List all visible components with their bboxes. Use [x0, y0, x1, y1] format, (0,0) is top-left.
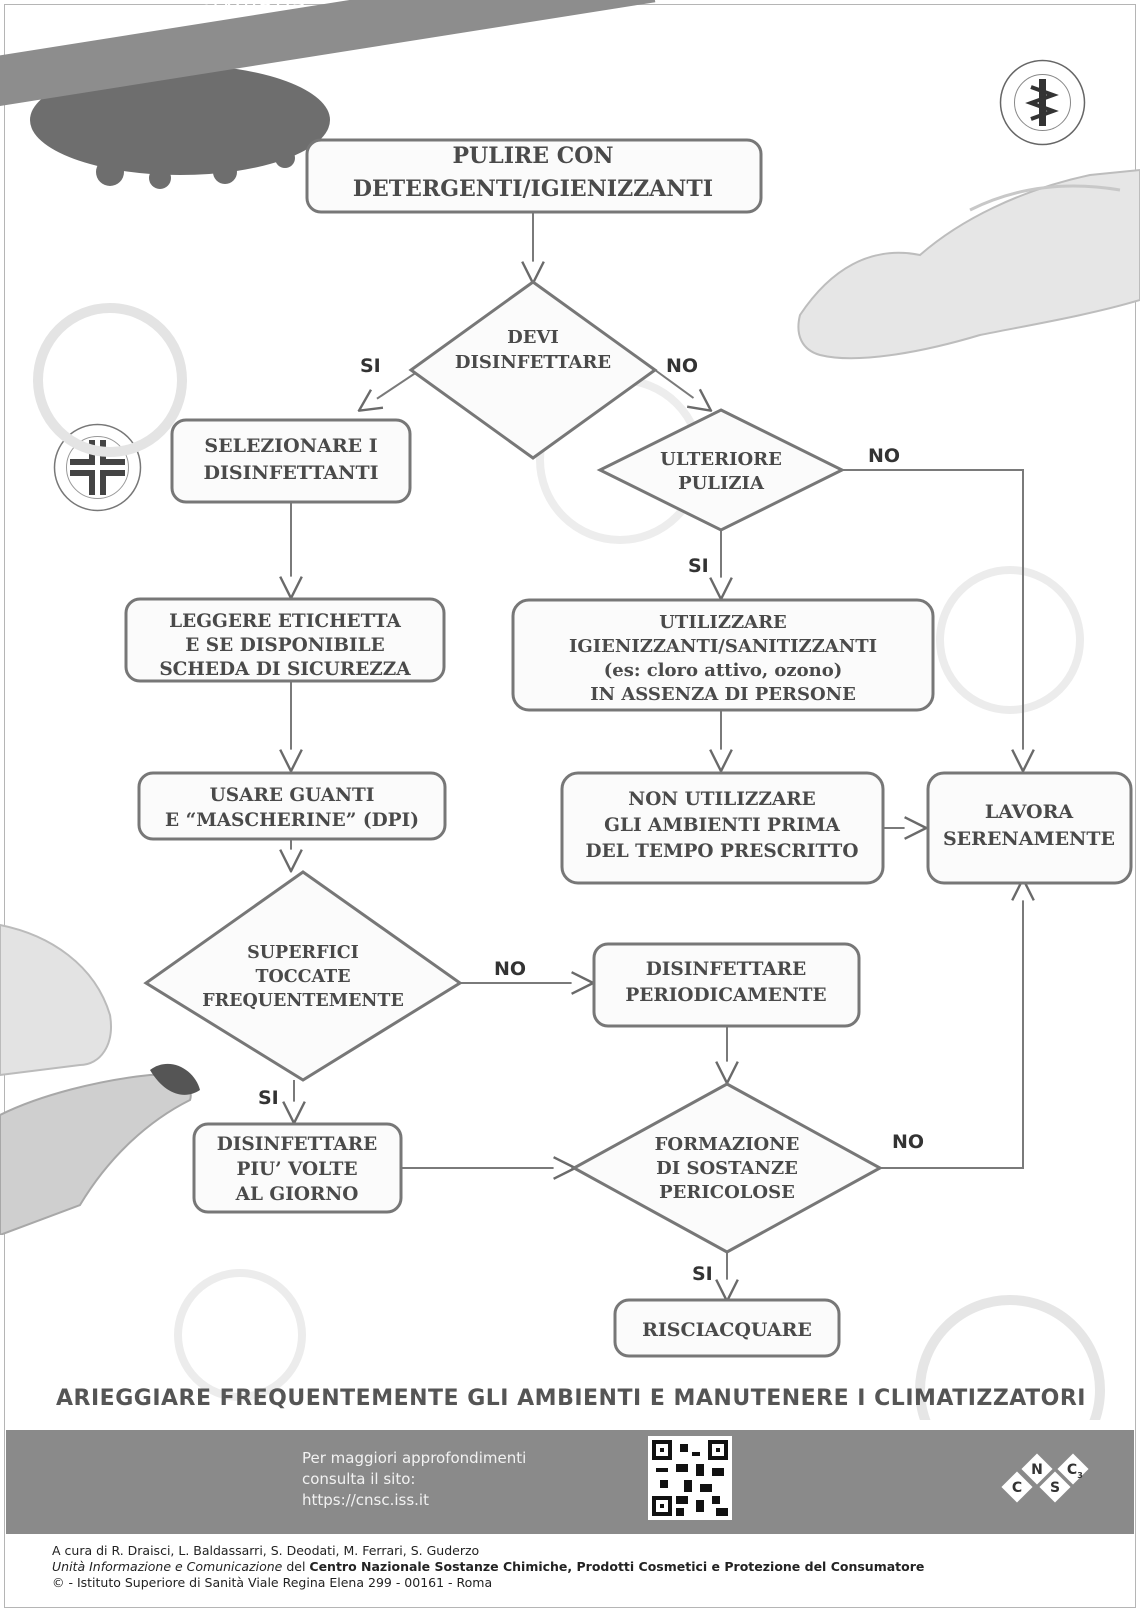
node-risciacquare: [613, 1298, 841, 1358]
node-text-disinfettare-periodicamente-2: PERIODICAMENTE: [625, 985, 826, 1006]
gloved-hand-top-icon: [797, 168, 1140, 360]
node-pulire: [305, 138, 763, 214]
credits-centre: Centro Nazionale Sostanze Chimiche, Prod…: [309, 1559, 925, 1574]
node-text-pulire-1: PULIRE CON: [453, 143, 614, 169]
label-superfici-no: NO: [494, 958, 526, 980]
node-text-pulire-2: DETERGENTI/IGIENIZZANTI: [353, 176, 713, 202]
node-leggere: [124, 597, 446, 683]
label-ulteriore-no: NO: [868, 445, 900, 467]
node-text-superfici-1: SUPERFICI: [247, 943, 359, 963]
credits-address: © - Istituto Superiore di Sanità Viale R…: [52, 1575, 493, 1590]
node-text-devi-disinfettare-1: DEVI: [507, 327, 559, 348]
node-text-leggere-1: LEGGERE ETICHETTA: [169, 611, 401, 632]
node-text-utilizzare-1: UTILIZZARE: [659, 612, 787, 633]
gloved-hands-bottom-icon: [0, 923, 200, 1235]
node-text-non-utilizzare-3: DEL TEMPO PRESCRITTO: [586, 841, 859, 862]
credits-unit-italic: Unità Informazione e Comunicazione: [52, 1559, 283, 1574]
credits-unit-del: del: [282, 1559, 310, 1574]
node-text-leggere-2: E SE DISPONIBILE: [185, 635, 385, 656]
flowchart: PULIRE CON DETERGENTI/IGIENIZZANTI DEVI DIS…: [124, 138, 1133, 1358]
logo-letter-n: N: [1031, 1462, 1043, 1478]
node-text-formazione-2: DI SOSTANZE: [656, 1158, 798, 1179]
node-text-disinfettare-piu-volte-3: AL GIORNO: [235, 1184, 359, 1205]
logo-letter-c1: C: [1012, 1480, 1022, 1496]
footer-bar: [6, 1430, 1134, 1534]
node-text-utilizzare-4: IN ASSENZA DI PERSONE: [590, 684, 856, 705]
node-text-risciacquare-1: RISCIACQUARE: [642, 1319, 812, 1341]
node-text-utilizzare-2: IGIENIZZANTI/SANITIZZANTI: [569, 636, 877, 657]
ventilation-message: ARIEGGIARE FREQUENTEMENTE GLI AMBIENTI E…: [56, 1386, 1086, 1411]
node-text-superfici-3: FREQUENTEMENTE: [202, 991, 404, 1011]
node-text-ulteriore-pulizia-2: PULIZIA: [678, 473, 765, 494]
edge-formazione-no: [880, 880, 1023, 1169]
node-text-lavora-2: SERENAMENTE: [943, 828, 1115, 850]
node-text-lavora-1: LAVORA: [985, 801, 1073, 823]
node-disinfettare-piu-volte: [192, 1122, 403, 1214]
node-usare-guanti: [137, 771, 447, 841]
label-devi-no: NO: [666, 355, 698, 377]
label-ulteriore-si: SI: [688, 555, 709, 577]
node-utilizzare: [511, 598, 935, 712]
node-lavora: [926, 771, 1133, 885]
node-non-utilizzare: [560, 771, 885, 885]
node-text-non-utilizzare-1: NON UTILIZZARE: [628, 789, 815, 810]
node-devi-disinfettare: [408, 280, 658, 460]
node-text-leggere-3: SCHEDA DI SICUREZZA: [159, 659, 411, 680]
node-text-ulteriore-pulizia-1: ULTERIORE: [660, 449, 782, 470]
node-ulteriore-pulizia: [596, 408, 846, 532]
node-text-devi-disinfettare-2: DISINFETTARE: [455, 352, 611, 373]
virus-splash-icon: [30, 65, 330, 189]
node-text-disinfettare-piu-volte-1: DISINFETTARE: [217, 1134, 378, 1155]
node-superfici: [143, 870, 463, 1082]
footer-info-line2: consulta il sito:: [302, 1470, 416, 1488]
node-text-non-utilizzare-2: GLI AMBIENTI PRIMA: [604, 815, 840, 836]
label-superfici-si: SI: [258, 1087, 279, 1109]
logo-letter-c2: C: [1067, 1462, 1077, 1478]
node-text-formazione-3: PERICOLOSE: [659, 1182, 795, 1203]
edge-devi-si: [360, 369, 421, 410]
node-text-formazione-1: FORMAZIONE: [655, 1134, 800, 1155]
logo-letter-s: S: [1050, 1480, 1060, 1496]
node-text-usare-guanti-2: E “MASCHERINE” (DPI): [165, 810, 419, 831]
logo-subscript: 3: [1077, 1471, 1083, 1480]
node-text-utilizzare-3: (es: cloro attivo, ozono): [604, 660, 843, 681]
credits-authors: A cura di R. Draisci, L. Baldassarri, S.…: [52, 1543, 480, 1558]
credits-unit: Unità Informazione e Comunicazione del C…: [52, 1559, 924, 1575]
node-text-usare-guanti-1: USARE GUANTI: [210, 785, 375, 806]
label-devi-si: SI: [360, 355, 381, 377]
footer-info: Per maggiori approfondimenti consulta il…: [302, 1448, 526, 1511]
label-formazione-no: NO: [892, 1131, 924, 1153]
edge-devi-no: [654, 369, 710, 410]
footer-info-line1: Per maggiori approfondimenti: [302, 1449, 527, 1467]
node-text-disinfettare-piu-volte-2: PIU’ VOLTE: [236, 1159, 357, 1180]
node-text-disinfettare-periodicamente-1: DISINFETTARE: [646, 959, 807, 980]
node-text-selezionare-1: SELEZIONARE I: [204, 435, 377, 457]
credits: A cura di R. Draisci, L. Baldassarri, S.…: [52, 1543, 924, 1591]
cnsc-logo-icon: C N S C 3: [1001, 1453, 1089, 1503]
node-formazione: [570, 1082, 884, 1254]
node-disinfettare-periodicamente: [592, 942, 861, 1028]
iss-seal-icon: [999, 59, 1086, 146]
label-formazione-si: SI: [692, 1263, 713, 1285]
edge-ulteriore-no: [842, 469, 1023, 770]
footer-url-link[interactable]: https://cnsc.iss.it: [302, 1491, 429, 1509]
node-selezionare: [170, 418, 412, 504]
node-text-superfici-2: TOCCATE: [255, 967, 350, 987]
node-text-selezionare-2: DISINFETTANTI: [203, 462, 378, 484]
qr-code-icon[interactable]: [648, 1436, 732, 1520]
